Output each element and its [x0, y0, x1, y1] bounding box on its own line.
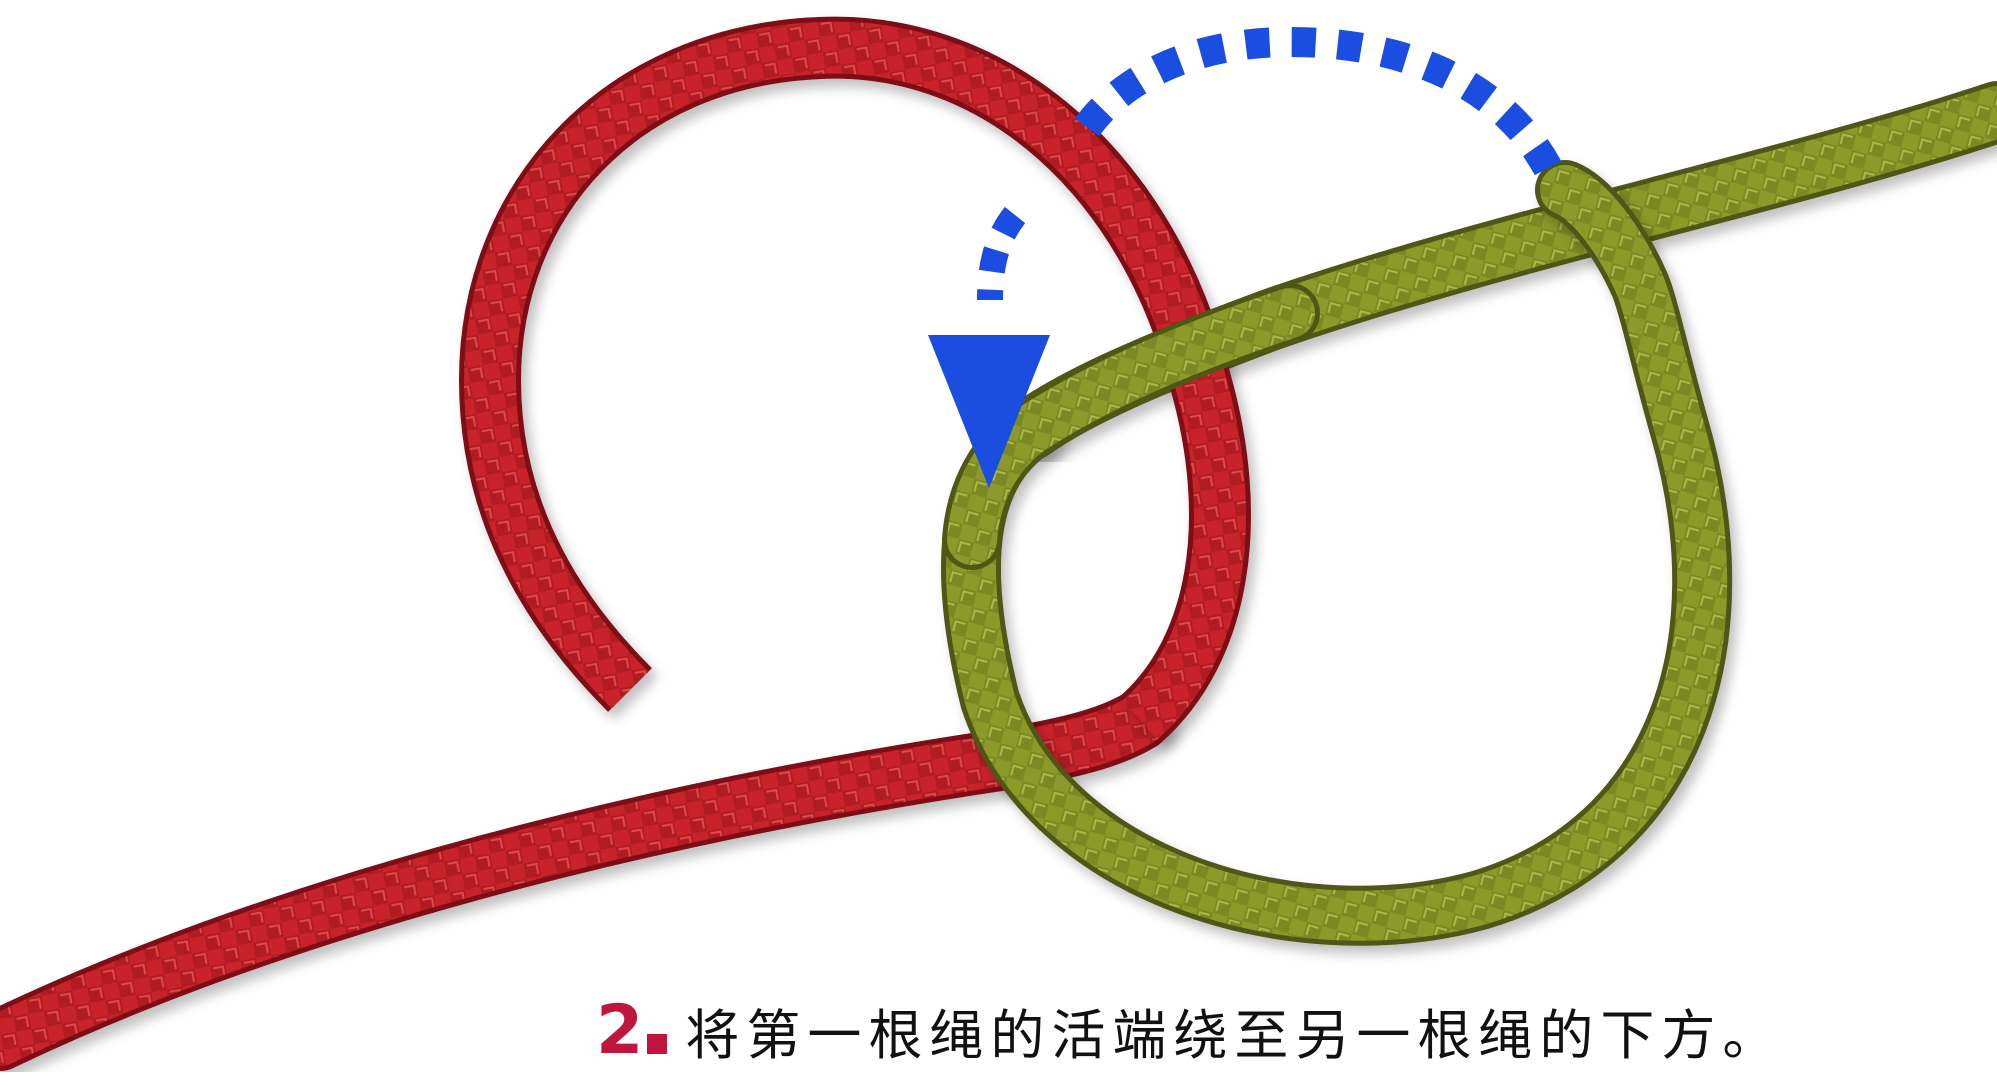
step-number: 2 [596, 991, 643, 1070]
step-instruction: 将第一根绳的活端绕至另一根绳的下方。 [685, 991, 1783, 1070]
step-dot [647, 1034, 667, 1054]
step-caption: 2 将第一根绳的活端绕至另一根绳的下方。 [596, 985, 1783, 1075]
